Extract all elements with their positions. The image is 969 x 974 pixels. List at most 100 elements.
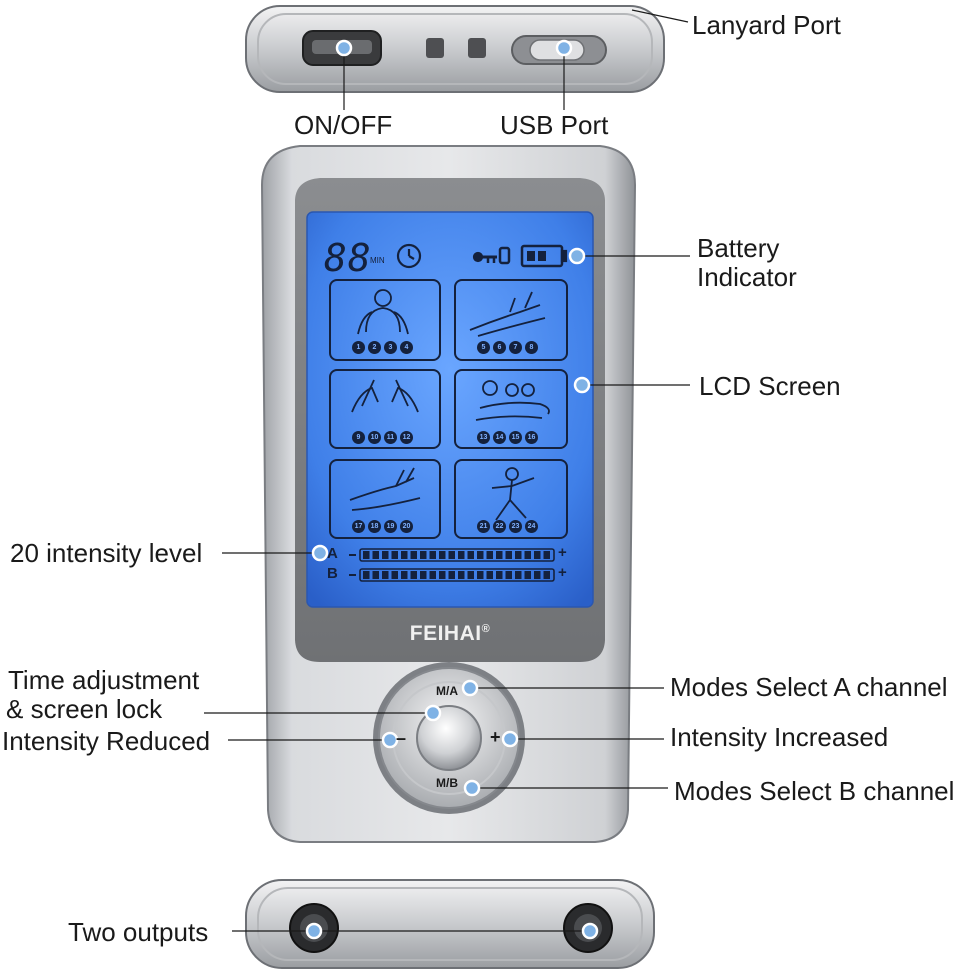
callout-dots bbox=[305, 39, 599, 940]
mode-number-4: 4 bbox=[400, 341, 413, 354]
intensity-segment-a-12 bbox=[467, 551, 474, 559]
minus-button[interactable]: – bbox=[396, 728, 407, 748]
hand-press-icon bbox=[349, 467, 421, 511]
intensity-segment-b-16 bbox=[505, 571, 512, 579]
intensity-segment-b-10 bbox=[448, 571, 455, 579]
mode-number-24: 24 bbox=[525, 520, 538, 533]
intensity-segment-a-7 bbox=[420, 551, 427, 559]
back-shoulders-icon bbox=[357, 289, 409, 335]
brand-logo: FEIHAI® bbox=[400, 622, 500, 646]
intensity-segment-a-14 bbox=[486, 551, 493, 559]
intensity-segment-a-18 bbox=[524, 551, 531, 559]
intensity-segment-b-11 bbox=[458, 571, 465, 579]
intensity-segment-b-9 bbox=[439, 571, 446, 579]
intensity-segment-a-17 bbox=[515, 551, 522, 559]
label-modes-a: Modes Select A channel bbox=[670, 672, 948, 702]
intensity-segment-a-3 bbox=[382, 551, 389, 559]
lcd-plus-a: + bbox=[558, 544, 567, 561]
mode-box-4 bbox=[454, 369, 568, 449]
center-button bbox=[416, 705, 482, 771]
intensity-segment-a-10 bbox=[448, 551, 455, 559]
mode-number-5: 5 bbox=[477, 341, 490, 354]
label-on-off: ON/OFF bbox=[294, 110, 393, 140]
dot-ma bbox=[461, 679, 479, 697]
label-time-adjust-line1: Time adjustment bbox=[8, 665, 200, 695]
lcd-plus-b: + bbox=[558, 564, 567, 581]
dot-intensity-level bbox=[311, 544, 329, 562]
intensity-segment-a-2 bbox=[372, 551, 379, 559]
intensity-segment-a-20 bbox=[543, 551, 550, 559]
dot-plus bbox=[501, 730, 519, 748]
label-battery-line1: Battery bbox=[697, 233, 780, 263]
mode-number-10: 10 bbox=[368, 431, 381, 444]
mode-number-11: 11 bbox=[384, 431, 397, 444]
label-intensity-level: 20 intensity level bbox=[10, 538, 203, 568]
intensity-segment-b-18 bbox=[524, 571, 531, 579]
mode-number-9: 9 bbox=[352, 431, 365, 444]
mb-button[interactable]: M/B bbox=[436, 776, 458, 790]
intensity-segment-b-8 bbox=[429, 571, 436, 579]
intensity-segment-b-4 bbox=[391, 571, 398, 579]
plus-button[interactable]: + bbox=[490, 727, 501, 747]
intensity-segment-b-12 bbox=[467, 571, 474, 579]
intensity-segment-a-8 bbox=[429, 551, 436, 559]
mode-number-19: 19 bbox=[384, 520, 397, 533]
intensity-segment-a-6 bbox=[410, 551, 417, 559]
dot-time-adjust bbox=[424, 704, 442, 722]
mode-box-5 bbox=[329, 459, 441, 539]
intensity-segment-a-9 bbox=[439, 551, 446, 559]
intensity-segment-a-13 bbox=[477, 551, 484, 559]
label-two-outputs: Two outputs bbox=[68, 917, 209, 947]
mode-box-2 bbox=[454, 279, 568, 361]
dot-battery bbox=[568, 247, 586, 265]
mode-box-3 bbox=[329, 369, 441, 449]
mode-number-17: 17 bbox=[352, 520, 365, 533]
intensity-segment-b-7 bbox=[420, 571, 427, 579]
dot-mb bbox=[463, 779, 481, 797]
intensity-segment-b-17 bbox=[515, 571, 522, 579]
mode-number-14: 14 bbox=[493, 431, 506, 444]
label-usb-port: USB Port bbox=[500, 110, 609, 140]
ma-button[interactable]: M/A bbox=[436, 684, 458, 698]
intensity-segment-a-19 bbox=[534, 551, 541, 559]
intensity-segment-b-20 bbox=[543, 571, 550, 579]
dot-output-a bbox=[305, 922, 323, 940]
intensity-segment-a-5 bbox=[401, 551, 408, 559]
mode-number-6: 6 bbox=[493, 341, 506, 354]
dot-on-off bbox=[335, 39, 353, 57]
intensity-segment-b-1 bbox=[363, 571, 370, 579]
intensity-segment-a-1 bbox=[363, 551, 370, 559]
leader-lines bbox=[204, 9, 690, 932]
dot-lcd bbox=[573, 376, 591, 394]
intensity-segment-b-13 bbox=[477, 571, 484, 579]
mode-number-15: 15 bbox=[509, 431, 522, 444]
lcd-channel-a-label: A bbox=[327, 545, 338, 562]
mode-number-20: 20 bbox=[400, 520, 413, 533]
mode-number-3: 3 bbox=[384, 341, 397, 354]
intensity-segment-b-15 bbox=[496, 571, 503, 579]
intensity-segment-a-15 bbox=[496, 551, 503, 559]
intensity-segment-a-11 bbox=[458, 551, 465, 559]
brand-mark: ® bbox=[481, 623, 491, 635]
label-intensity-reduced: Intensity Reduced bbox=[2, 726, 211, 756]
label-battery-line2: Indicator bbox=[697, 262, 797, 292]
intensity-segment-b-5 bbox=[401, 571, 408, 579]
intensity-bars bbox=[349, 548, 555, 582]
label-lanyard-port: Lanyard Port bbox=[692, 10, 841, 40]
mode-number-18: 18 bbox=[368, 520, 381, 533]
mode-box-1 bbox=[329, 279, 441, 361]
mode-number-1: 1 bbox=[352, 341, 365, 354]
mode-number-23: 23 bbox=[509, 520, 522, 533]
full-body-icon bbox=[491, 467, 535, 521]
intensity-segment-b-3 bbox=[382, 571, 389, 579]
mode-number-7: 7 bbox=[509, 341, 522, 354]
label-modes-b: Modes Select B channel bbox=[674, 776, 955, 806]
intensity-segment-b-19 bbox=[534, 571, 541, 579]
intensity-bar-b bbox=[359, 568, 555, 582]
dot-minus bbox=[381, 731, 399, 749]
intensity-segment-b-6 bbox=[410, 571, 417, 579]
label-time-adjust-line2: & screen lock bbox=[6, 694, 163, 724]
mode-number-16: 16 bbox=[525, 431, 538, 444]
lcd-channel-b-label: B bbox=[327, 565, 338, 582]
